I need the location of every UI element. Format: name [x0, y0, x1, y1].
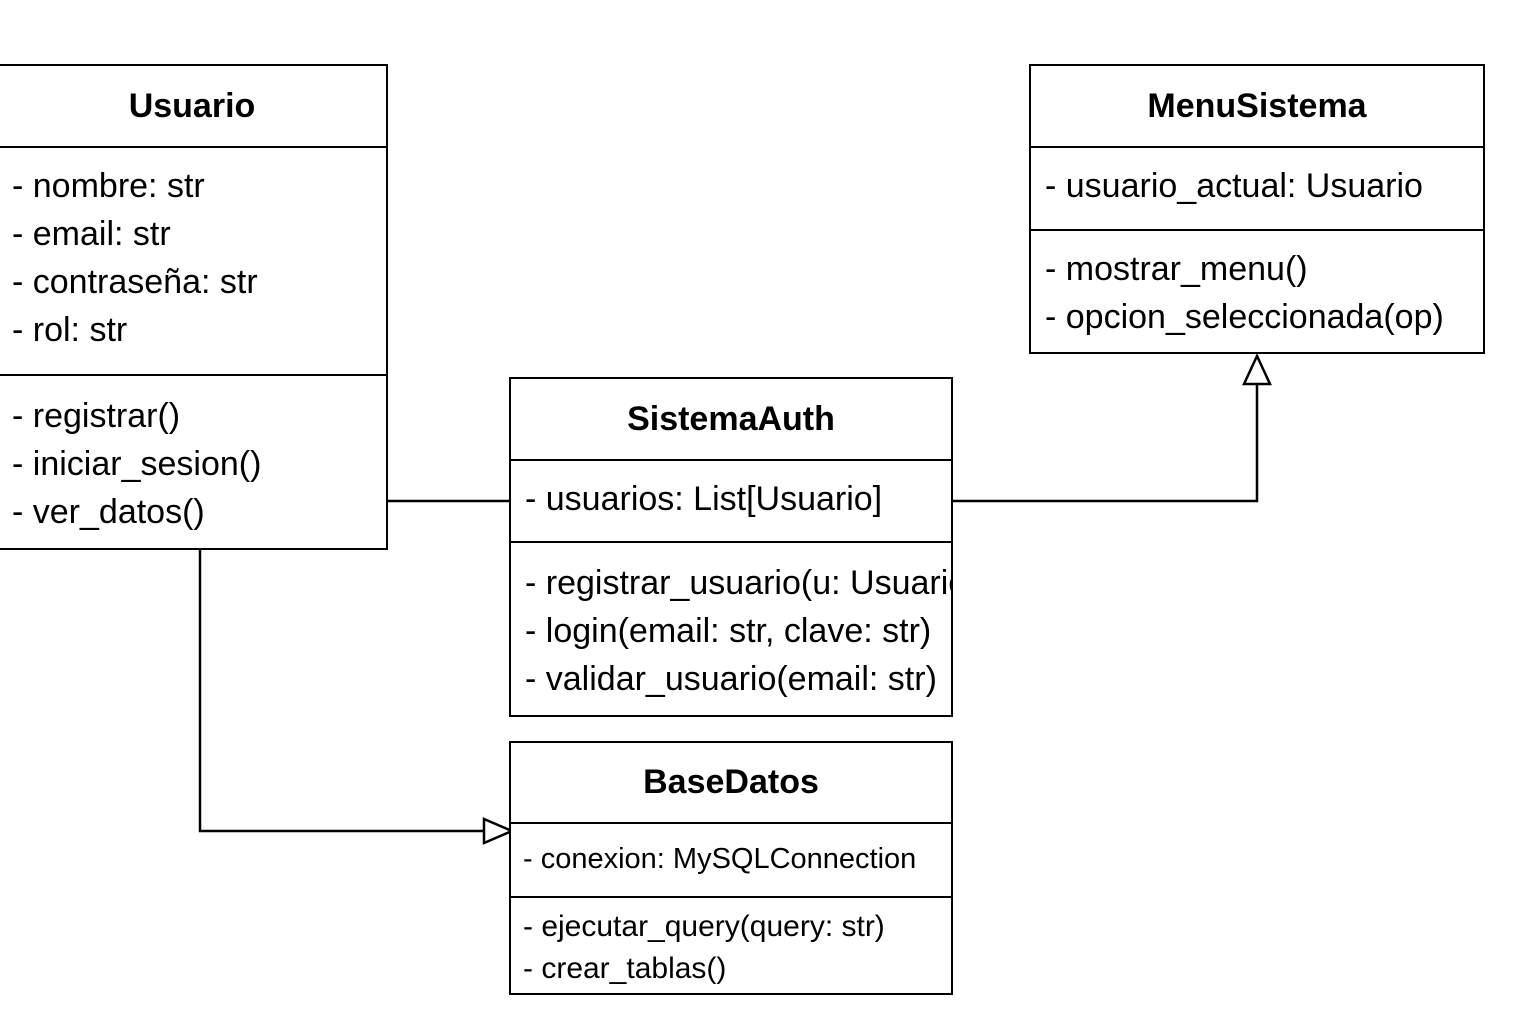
attribute: - usuario_actual: Usuario [1045, 167, 1423, 205]
attributes-section: - usuarios: List[Usuario] [511, 461, 951, 541]
attribute: - nombre: str [12, 167, 205, 205]
methods-section: - ejecutar_query(query: str) - crear_tab… [511, 896, 951, 990]
attributes-section: - usuario_actual: Usuario [1031, 148, 1483, 229]
method: - registrar_usuario(u: Usuario) [525, 564, 951, 602]
generalization-arrowhead-basedatos [482, 817, 516, 845]
generalization-usuario-basedatos [198, 550, 484, 833]
attribute: - usuarios: List[Usuario] [525, 480, 883, 518]
generalization-arrowhead-menusistema [1242, 353, 1272, 386]
attribute: - contraseña: str [12, 263, 258, 301]
class-name: BaseDatos [511, 743, 951, 824]
attribute: - rol: str [12, 311, 128, 349]
method: - iniciar_sesion() [12, 445, 262, 483]
class-basedatos[interactable]: BaseDatos - conexion: MySQLConnection - … [509, 741, 953, 995]
method: - opcion_seleccionada(op) [1045, 298, 1444, 336]
class-sistemaauth[interactable]: SistemaAuth - usuarios: List[Usuario] - … [509, 377, 953, 717]
methods-section: - registrar_usuario(u: Usuario) - login(… [511, 541, 951, 703]
class-menusistema[interactable]: MenuSistema - usuario_actual: Usuario - … [1029, 64, 1485, 354]
method: - ejecutar_query(query: str) [523, 910, 885, 943]
methods-section: - registrar() - iniciar_sesion() - ver_d… [0, 374, 386, 536]
methods-section: - mostrar_menu() - opcion_seleccionada(o… [1031, 229, 1483, 341]
generalization-sistemaauth-menusistema [953, 384, 1259, 503]
attributes-section: - nombre: str - email: str - contraseña:… [0, 148, 386, 374]
attribute: - conexion: MySQLConnection [523, 843, 917, 875]
class-name: MenuSistema [1031, 66, 1483, 148]
class-name: Usuario [0, 66, 386, 148]
class-name: SistemaAuth [511, 379, 951, 461]
class-usuario[interactable]: Usuario - nombre: str - email: str - con… [0, 64, 388, 550]
method: - login(email: str, clave: str) [525, 612, 932, 650]
attribute: - email: str [12, 215, 171, 253]
method: - mostrar_menu() [1045, 250, 1308, 288]
method: - validar_usuario(email: str) [525, 660, 937, 698]
method: - crear_tablas() [523, 952, 727, 985]
attributes-section: - conexion: MySQLConnection [511, 824, 951, 896]
method: - registrar() [12, 397, 181, 435]
method: - ver_datos() [12, 493, 205, 531]
